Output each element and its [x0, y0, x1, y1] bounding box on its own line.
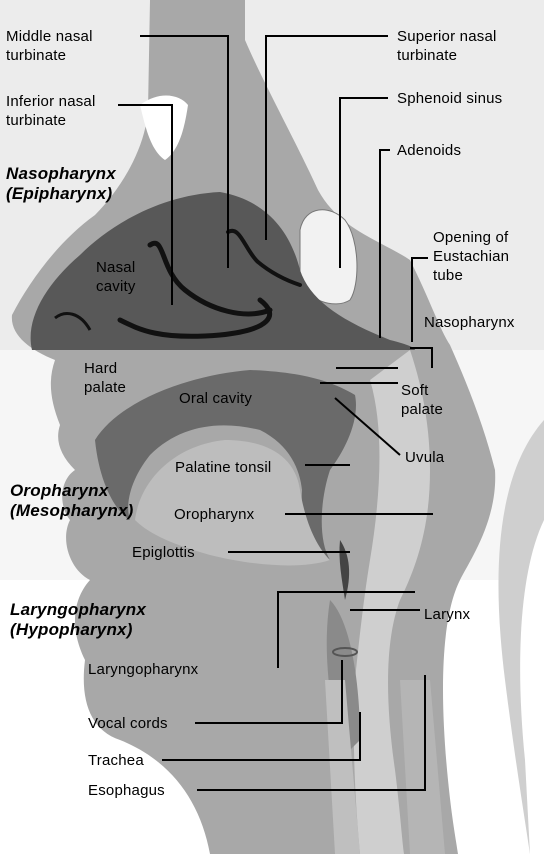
label-opening-of-eustachian-tube: Opening of Eustachian tube [433, 228, 509, 285]
label-epiglottis: Epiglottis [132, 543, 195, 562]
label-superior-nasal-turbinate: Superior nasal turbinate [397, 27, 497, 65]
label-hard-palate: Hard palate [84, 359, 126, 397]
label-vocal-cords: Vocal cords [88, 714, 168, 733]
label-inferior-nasal-turbinate: Inferior nasal turbinate [6, 92, 96, 130]
region-label-laryngopharynx: Laryngopharynx (Hypopharynx) [10, 600, 146, 640]
label-esophagus: Esophagus [88, 781, 165, 800]
label-oropharynx: Oropharynx [174, 505, 254, 524]
region-label-oropharynx: Oropharynx (Mesopharynx) [10, 481, 134, 521]
label-adenoids: Adenoids [397, 141, 461, 160]
label-larynx: Larynx [424, 605, 470, 624]
label-middle-nasal-turbinate: Middle nasal turbinate [6, 27, 93, 65]
region-label-nasopharynx: Nasopharynx (Epipharynx) [6, 164, 116, 204]
label-nasal-cavity: Nasal cavity [96, 258, 136, 296]
label-oral-cavity: Oral cavity [179, 389, 252, 408]
label-laryngopharynx: Laryngopharynx [88, 660, 198, 679]
label-palatine-tonsil: Palatine tonsil [175, 458, 271, 477]
label-uvula: Uvula [405, 448, 444, 467]
label-trachea: Trachea [88, 751, 144, 770]
label-sphenoid-sinus: Sphenoid sinus [397, 89, 502, 108]
label-nasopharynx: Nasopharynx [424, 313, 515, 332]
label-soft-palate: Soft palate [401, 381, 443, 419]
